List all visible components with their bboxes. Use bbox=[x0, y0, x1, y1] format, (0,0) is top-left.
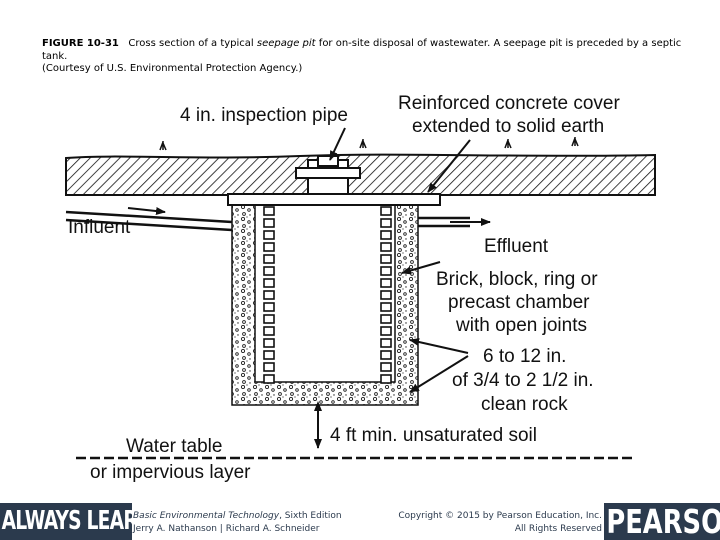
wall-block bbox=[380, 218, 392, 228]
figure-caption: FIGURE 10-31 Cross section of a typical … bbox=[42, 38, 682, 76]
wall-block bbox=[380, 302, 392, 312]
caption-text-after: for on-site disposal of wastewater. A se… bbox=[42, 38, 682, 62]
wall-block bbox=[380, 230, 392, 240]
book-edition: , Sixth Edition bbox=[279, 511, 342, 521]
wall-block bbox=[380, 266, 392, 276]
wall-block bbox=[380, 350, 392, 360]
wall-block bbox=[380, 326, 392, 336]
label-chamber-2: precast chamber bbox=[448, 292, 590, 313]
wall-block bbox=[263, 254, 275, 264]
ground-surface bbox=[65, 137, 656, 206]
label-effluent: Effluent bbox=[484, 236, 549, 257]
wall-block bbox=[263, 338, 275, 348]
label-chamber-3: with open joints bbox=[455, 315, 587, 336]
wall-block bbox=[380, 374, 392, 384]
label-rock-2: of 3/4 to 2 1/2 in. bbox=[452, 370, 594, 391]
pipe-leader bbox=[329, 127, 346, 161]
caption-italic-term: seepage pit bbox=[256, 38, 316, 49]
caption-text-before: Cross section of a typical bbox=[128, 38, 254, 49]
wall-block bbox=[380, 290, 392, 300]
caption-credit: (Courtesy of U.S. Environmental Protecti… bbox=[42, 63, 303, 74]
wall-block bbox=[263, 230, 275, 240]
label-water-table: Water table bbox=[126, 436, 222, 457]
label-rock-3: clean rock bbox=[481, 394, 568, 415]
copyright-text: Copyright © 2015 by Pearson Education, I… bbox=[398, 511, 602, 521]
chamber-walls bbox=[263, 206, 392, 384]
pearson-logo: PEARSON bbox=[604, 503, 720, 540]
wall-block bbox=[380, 338, 392, 348]
wall-block bbox=[263, 302, 275, 312]
effluent-pipe bbox=[418, 216, 491, 228]
wall-block bbox=[263, 278, 275, 288]
label-cover-1: Reinforced concrete cover bbox=[398, 93, 620, 114]
wall-block bbox=[263, 326, 275, 336]
label-unsat-soil: 4 ft min. unsaturated soil bbox=[330, 425, 537, 446]
seepage-pit-diagram: 4 in. inspection pipe Reinforced concret… bbox=[65, 93, 656, 483]
wall-block bbox=[263, 314, 275, 324]
wall-block bbox=[380, 314, 392, 324]
wall-block bbox=[263, 362, 275, 372]
wall-block bbox=[263, 242, 275, 252]
label-influent: Influent bbox=[68, 217, 131, 238]
wall-block bbox=[263, 350, 275, 360]
inspection-pipe bbox=[295, 155, 361, 195]
wall-block bbox=[380, 206, 392, 216]
book-authors: Jerry A. Nathanson | Richard A. Schneide… bbox=[133, 523, 320, 534]
label-cover-2: extended to solid earth bbox=[412, 116, 604, 137]
cover-leader bbox=[427, 139, 471, 193]
rock-leader-side bbox=[409, 338, 469, 354]
wall-block bbox=[263, 218, 275, 228]
influent-pipe bbox=[65, 207, 233, 232]
label-impervious: or impervious layer bbox=[90, 462, 251, 483]
always-learning-logo: ALWAYS LEARNING bbox=[0, 503, 132, 540]
wall-block bbox=[380, 254, 392, 264]
label-inspection-pipe: 4 in. inspection pipe bbox=[180, 105, 348, 126]
copyright-notice: Copyright © 2015 by Pearson Education, I… bbox=[398, 510, 602, 535]
wall-block bbox=[263, 206, 275, 216]
wall-block bbox=[380, 242, 392, 252]
wall-block bbox=[380, 362, 392, 372]
rights-text: All Rights Reserved bbox=[514, 523, 602, 534]
wall-block bbox=[263, 374, 275, 384]
wall-block bbox=[263, 290, 275, 300]
chamber-leader bbox=[401, 261, 441, 275]
footer-bar: ALWAYS LEARNING Basic Environmental Tech… bbox=[0, 503, 720, 540]
wall-block bbox=[380, 278, 392, 288]
wall-block bbox=[263, 266, 275, 276]
figure-number: FIGURE 10-31 bbox=[42, 38, 119, 49]
label-chamber-1: Brick, block, ring or bbox=[436, 269, 598, 290]
book-title: Basic Environmental Technology bbox=[133, 511, 280, 521]
rock-leader-bottom bbox=[409, 355, 469, 393]
label-rock-1: 6 to 12 in. bbox=[483, 346, 566, 367]
book-citation: Basic Environmental Technology, Sixth Ed… bbox=[133, 510, 342, 535]
concrete-cover bbox=[227, 193, 441, 206]
